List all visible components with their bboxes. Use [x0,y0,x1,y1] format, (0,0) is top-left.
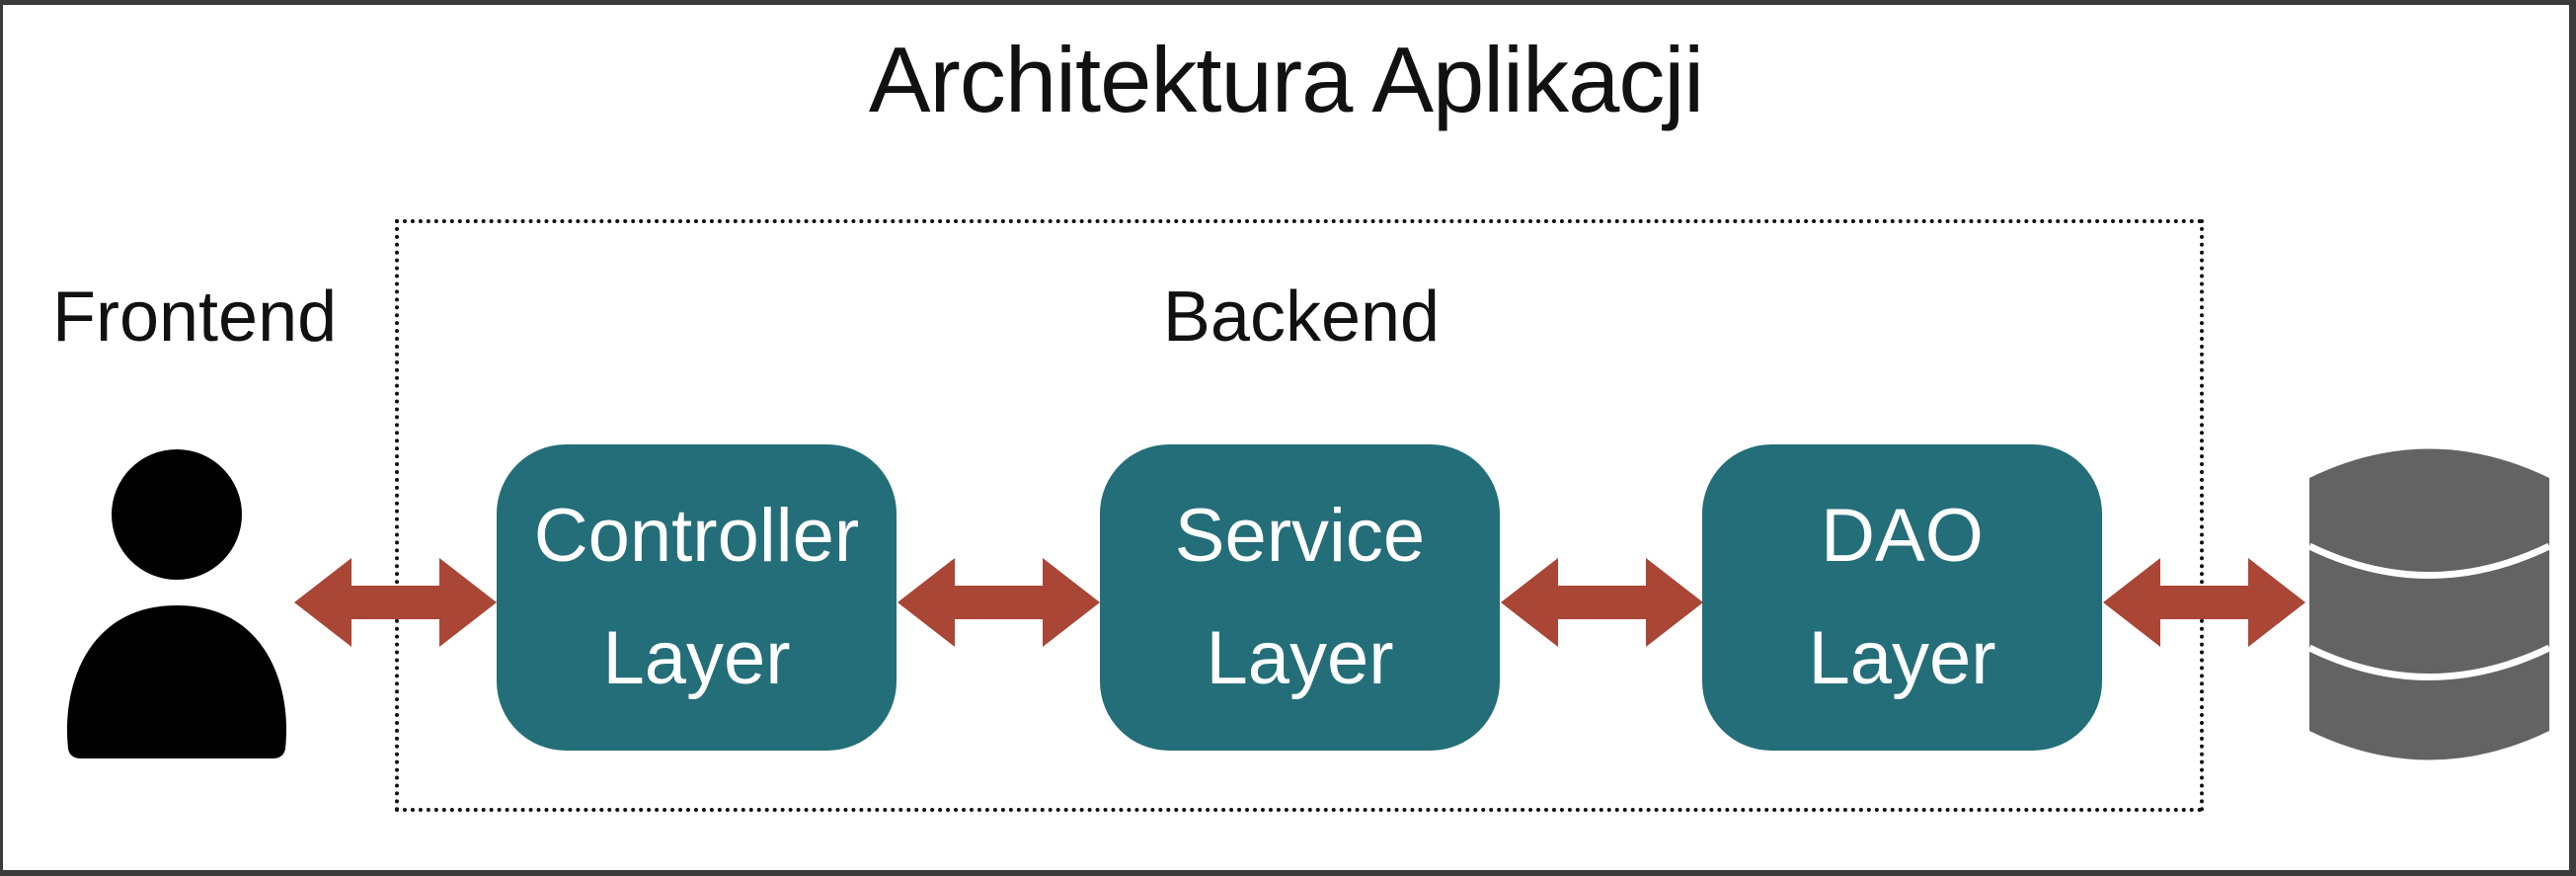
user-icon [66,449,287,758]
double-arrow-service-dao [1501,558,1703,647]
dao-layer-label-line2: Layer [1808,616,1996,700]
controller-layer-box: Controller Layer [497,444,897,751]
controller-layer-label-line2: Layer [602,616,791,700]
dao-layer-box: DAO Layer [1702,444,2102,751]
service-layer-label-line2: Layer [1206,616,1394,700]
double-arrow-controller-service [898,558,1100,647]
backend-label: Backend [1162,278,1441,357]
service-layer-box: Service Layer [1100,444,1500,751]
frontend-label: Frontend [52,278,338,357]
double-arrow-frontend-controller [294,558,497,647]
diagram-title: Architektura Aplikacji [868,28,1704,131]
database-icon [2307,448,2551,760]
slide: Architektura Aplikacji Frontend Backend … [3,5,2569,870]
double-arrow-dao-database [2103,558,2305,647]
service-layer-label-line1: Service [1174,494,1426,578]
controller-layer-label-line1: Controller [533,494,860,578]
backend-boundary [395,219,2204,812]
dao-layer-label-line1: DAO [1821,494,1984,578]
